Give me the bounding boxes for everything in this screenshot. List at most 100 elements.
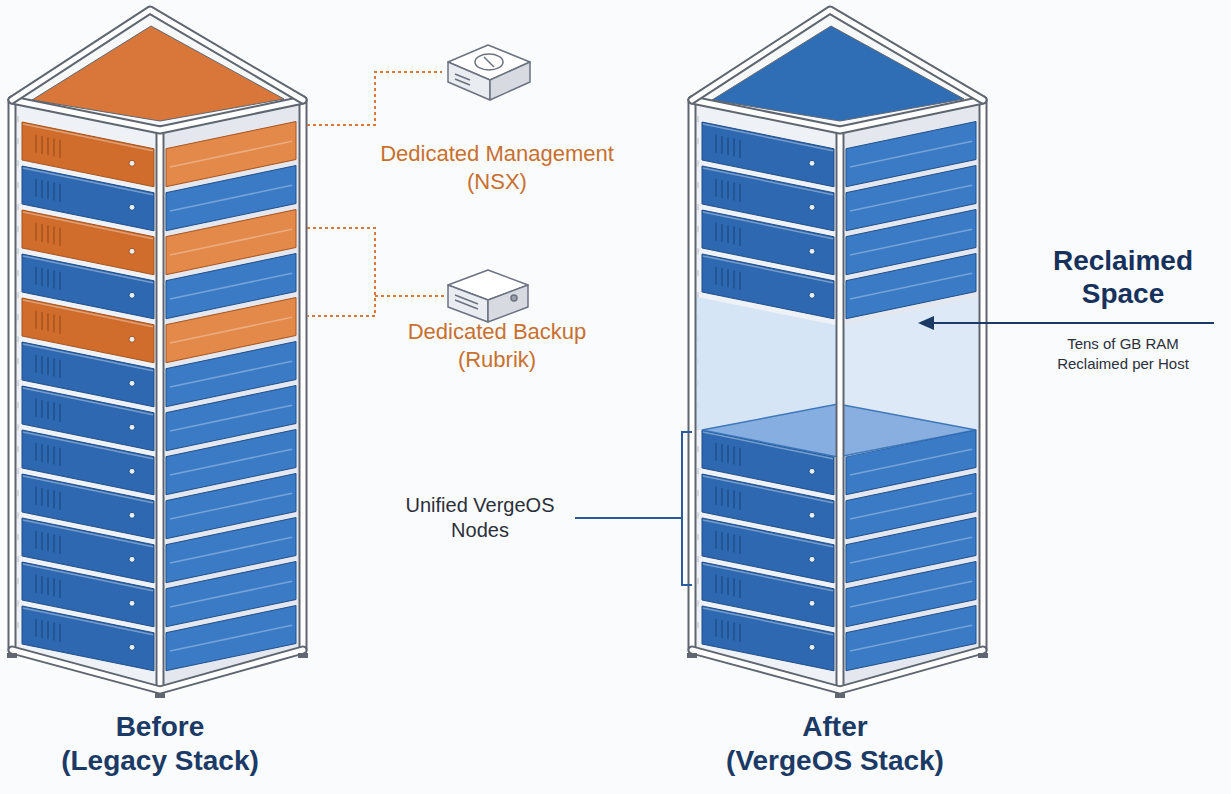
server-vent — [47, 357, 49, 375]
rack-post — [12, 10, 303, 100]
server-led — [129, 424, 135, 430]
server-led — [809, 512, 815, 518]
rack-top — [692, 10, 983, 130]
arrow-head — [918, 316, 934, 330]
server-vent — [59, 272, 61, 290]
server-vent — [47, 137, 49, 155]
server-led — [809, 160, 815, 166]
rack-post — [690, 100, 695, 650]
management-icon — [448, 45, 530, 100]
server-vent — [35, 267, 37, 285]
rail-mark — [698, 490, 699, 496]
rail-mark — [18, 512, 19, 518]
server-vent — [53, 183, 55, 201]
server-vent — [35, 223, 37, 241]
server-seam — [170, 317, 292, 343]
server-vent — [47, 313, 49, 331]
server-led — [809, 292, 815, 298]
rail-mark — [698, 622, 699, 628]
rack-panel — [160, 100, 303, 690]
server-vent — [35, 179, 37, 197]
rail-mark — [18, 160, 19, 166]
server-vent — [59, 448, 61, 466]
leader-line — [575, 517, 682, 519]
icon-vent — [455, 79, 470, 85]
server-vent — [739, 272, 741, 290]
rail-mark — [18, 446, 19, 452]
server-seam — [170, 625, 292, 651]
server-vent — [53, 359, 55, 377]
server-vent — [41, 488, 43, 506]
rack-post — [692, 10, 983, 100]
rail-mark — [698, 578, 699, 584]
server-vent — [41, 356, 43, 374]
server-led — [129, 336, 135, 342]
server-vent — [59, 184, 61, 202]
leader-line — [307, 72, 442, 125]
server-vent — [59, 580, 61, 598]
server-vent — [715, 575, 717, 593]
server-vent — [59, 404, 61, 422]
server-vent — [41, 180, 43, 198]
callout-heading-box: Reclaimed Space — [1038, 244, 1208, 310]
icon-side — [490, 62, 530, 100]
server-vent — [733, 491, 735, 509]
server-vent — [35, 443, 37, 461]
rack-post — [692, 100, 983, 130]
server-vent — [53, 271, 55, 289]
server-seam — [170, 361, 292, 387]
vergeos-rack — [687, 10, 988, 698]
server-led — [129, 380, 135, 386]
rack-post — [836, 130, 845, 690]
icon-dial — [475, 54, 503, 70]
server-vent — [727, 489, 729, 507]
rack-post — [12, 100, 303, 130]
server-vent — [47, 225, 49, 243]
rack-post — [692, 650, 983, 690]
server-vent — [47, 445, 49, 463]
server-vent — [733, 623, 735, 641]
server-vent — [733, 139, 735, 157]
server-vent — [721, 488, 723, 506]
leader-lines — [307, 72, 444, 316]
server-vent — [41, 136, 43, 154]
server-vent — [727, 445, 729, 463]
server-vent — [59, 360, 61, 378]
rail-mark — [698, 160, 699, 166]
server-led — [809, 644, 815, 650]
server-seam — [850, 493, 972, 519]
server-vent — [721, 268, 723, 286]
server-seam — [850, 581, 972, 607]
server-vent — [35, 531, 37, 549]
server-seam — [850, 185, 972, 211]
rail-mark — [698, 204, 699, 210]
server-led — [129, 468, 135, 474]
server-vent — [35, 135, 37, 153]
server-vent — [59, 536, 61, 554]
server-vent — [47, 489, 49, 507]
server-led — [129, 292, 135, 298]
server-vent — [53, 579, 55, 597]
server-seam — [850, 273, 972, 299]
server-vent — [53, 315, 55, 333]
server-vent — [53, 447, 55, 465]
server-vent — [35, 619, 37, 637]
icon-knob — [511, 295, 517, 301]
server-vent — [35, 487, 37, 505]
server-vent — [53, 623, 55, 641]
server-vent — [727, 137, 729, 155]
icon-side — [448, 285, 488, 322]
rack-top — [12, 10, 303, 130]
server-seam — [170, 537, 292, 563]
server-vent — [739, 624, 741, 642]
server-led — [809, 204, 815, 210]
rail-mark — [698, 226, 699, 232]
rail-mark — [18, 490, 19, 496]
callout-heading: Reclaimed Space — [1053, 245, 1193, 309]
server-vent — [727, 621, 729, 639]
bracket — [682, 432, 692, 585]
callout-label-box: Dedicated Backup (Rubrik) — [387, 318, 607, 374]
server-vent — [715, 179, 717, 197]
rail-mark — [698, 182, 699, 188]
